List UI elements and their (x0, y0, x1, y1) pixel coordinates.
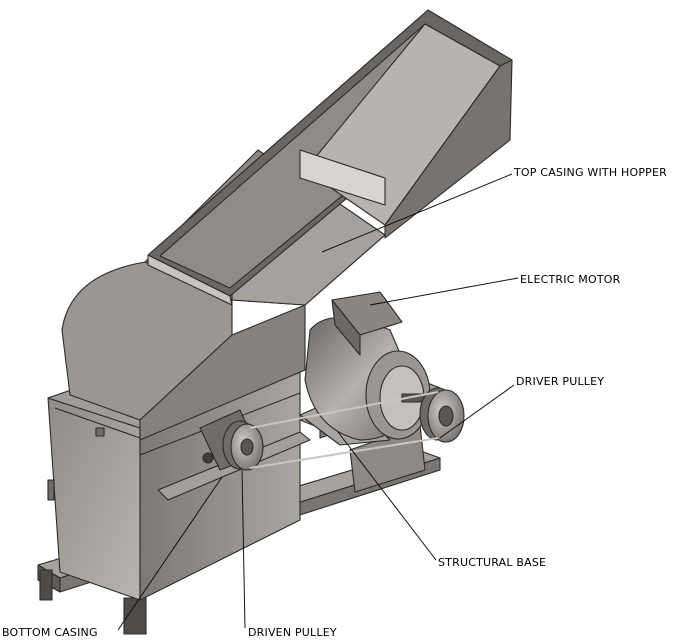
leader-top-casing (321, 173, 513, 253)
label-bottom-casing: BOTTOM CASING (2, 626, 98, 639)
label-top-casing-with-hopper: TOP CASING WITH HOPPER (513, 166, 667, 179)
leader-electric-motor (369, 277, 519, 306)
label-driven-pulley: DRIVEN PULLEY (248, 626, 337, 639)
leader-driven-pulley (241, 469, 246, 629)
label-electric-motor: ELECTRIC MOTOR (520, 273, 621, 286)
driver-pulley (419, 387, 465, 443)
electric-motor (299, 291, 431, 446)
label-structural-base: STRUCTURAL BASE (438, 556, 546, 569)
leader-bottom-casing (117, 476, 223, 631)
leader-lines (117, 173, 519, 631)
label-driver-pulley: DRIVER PULLEY (516, 375, 604, 388)
leader-structural-base (337, 431, 437, 561)
driven-pulley (222, 420, 264, 471)
top-casing-with-hopper (61, 9, 513, 441)
leader-driver-pulley (439, 384, 515, 439)
drive-belts (249, 391, 439, 469)
